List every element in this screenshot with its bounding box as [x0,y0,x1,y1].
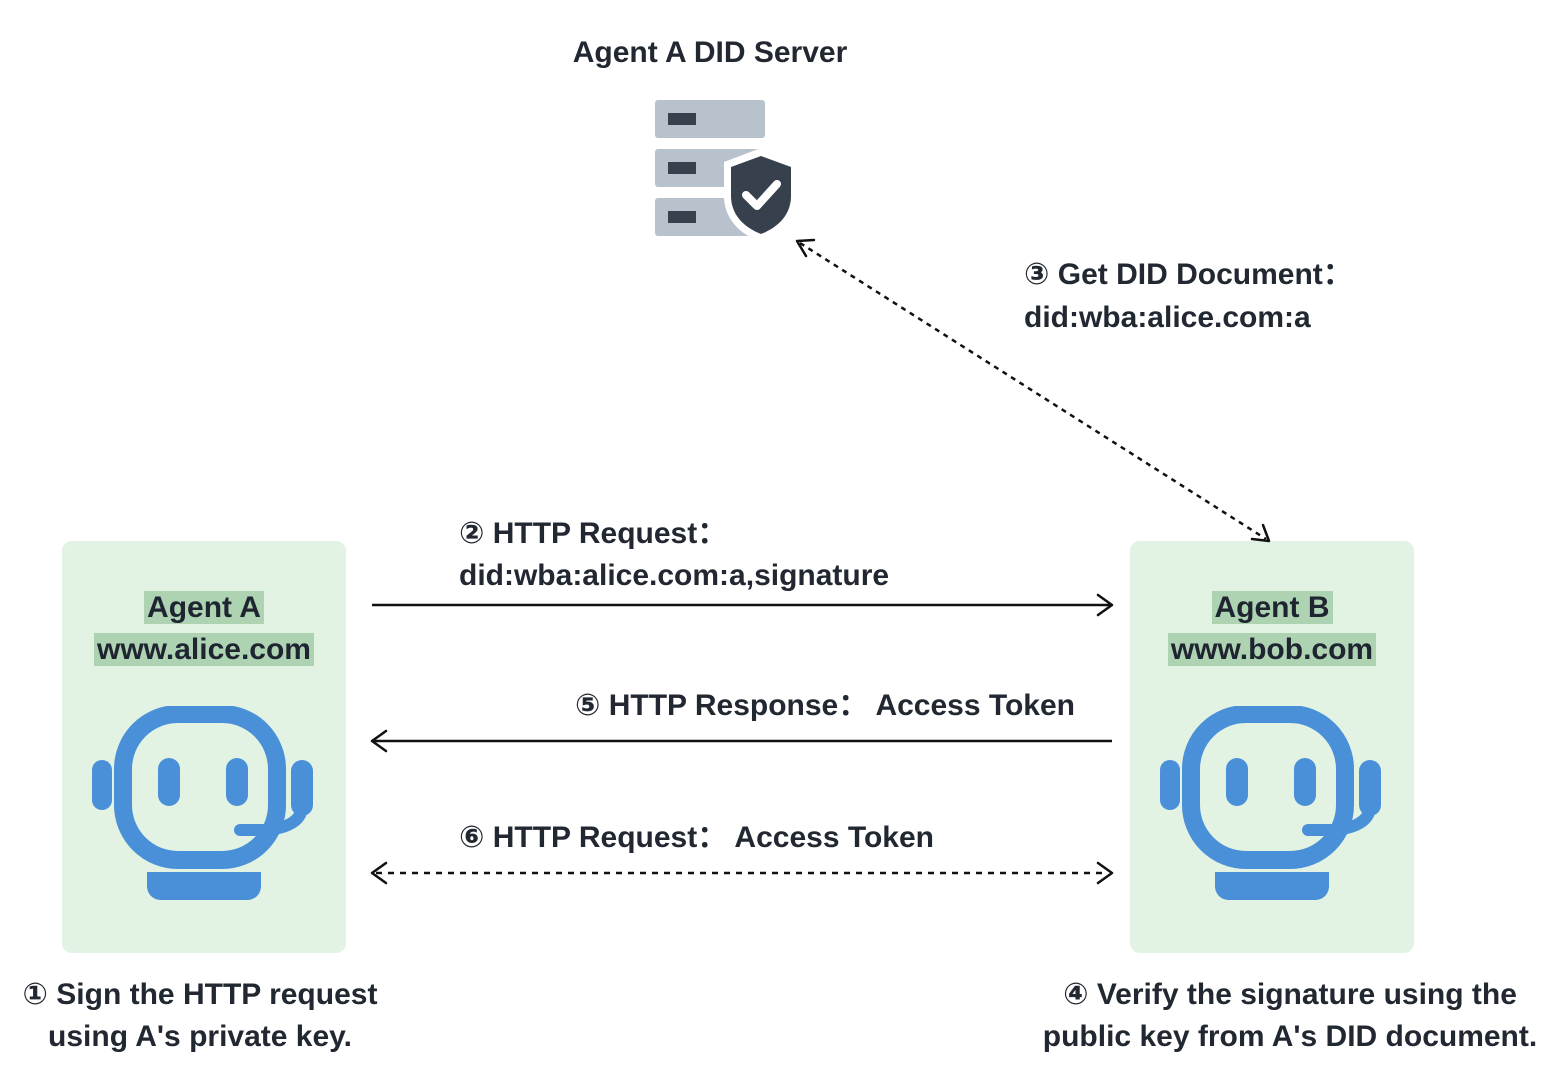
robot-headset-icon [1158,705,1388,911]
agent-b-name: Agent B [1130,588,1414,628]
step6-label: ⑥ HTTP Request： Access Token [459,821,934,854]
step1-line1: ① Sign the HTTP request [22,978,378,1011]
agent-a-domain: www.alice.com [62,630,346,670]
step2-title: ② HTTP Request： [459,517,728,550]
agent-b-domain: www.bob.com [1130,630,1414,670]
step3-title: ③ Get DID Document： [1024,258,1353,291]
did-lookup-arrow [795,238,1271,543]
step1-line2: using A's private key. [48,1020,352,1053]
server-title: Agent A DID Server [572,36,848,69]
response-arrow [370,729,1112,753]
step4-line2: public key from A's DID document. [1042,1020,1538,1053]
step4-line1: ④ Verify the signature using the [1063,978,1517,1011]
step5-label: ⑤ HTTP Response： Access Token [575,689,1075,722]
agent-b-card: Agent B www.bob.com [1130,541,1414,953]
robot-headset-icon [90,705,320,911]
agent-a-name: Agent A [62,588,346,628]
step2-payload: did:wba:alice.com:a,signature [459,559,890,592]
server-shield-icon [650,96,800,251]
step3-did: did:wba:alice.com:a [1024,301,1311,334]
agent-a-card: Agent A www.alice.com [62,541,346,953]
token-request-arrow [370,861,1114,885]
request-arrow [372,593,1114,617]
